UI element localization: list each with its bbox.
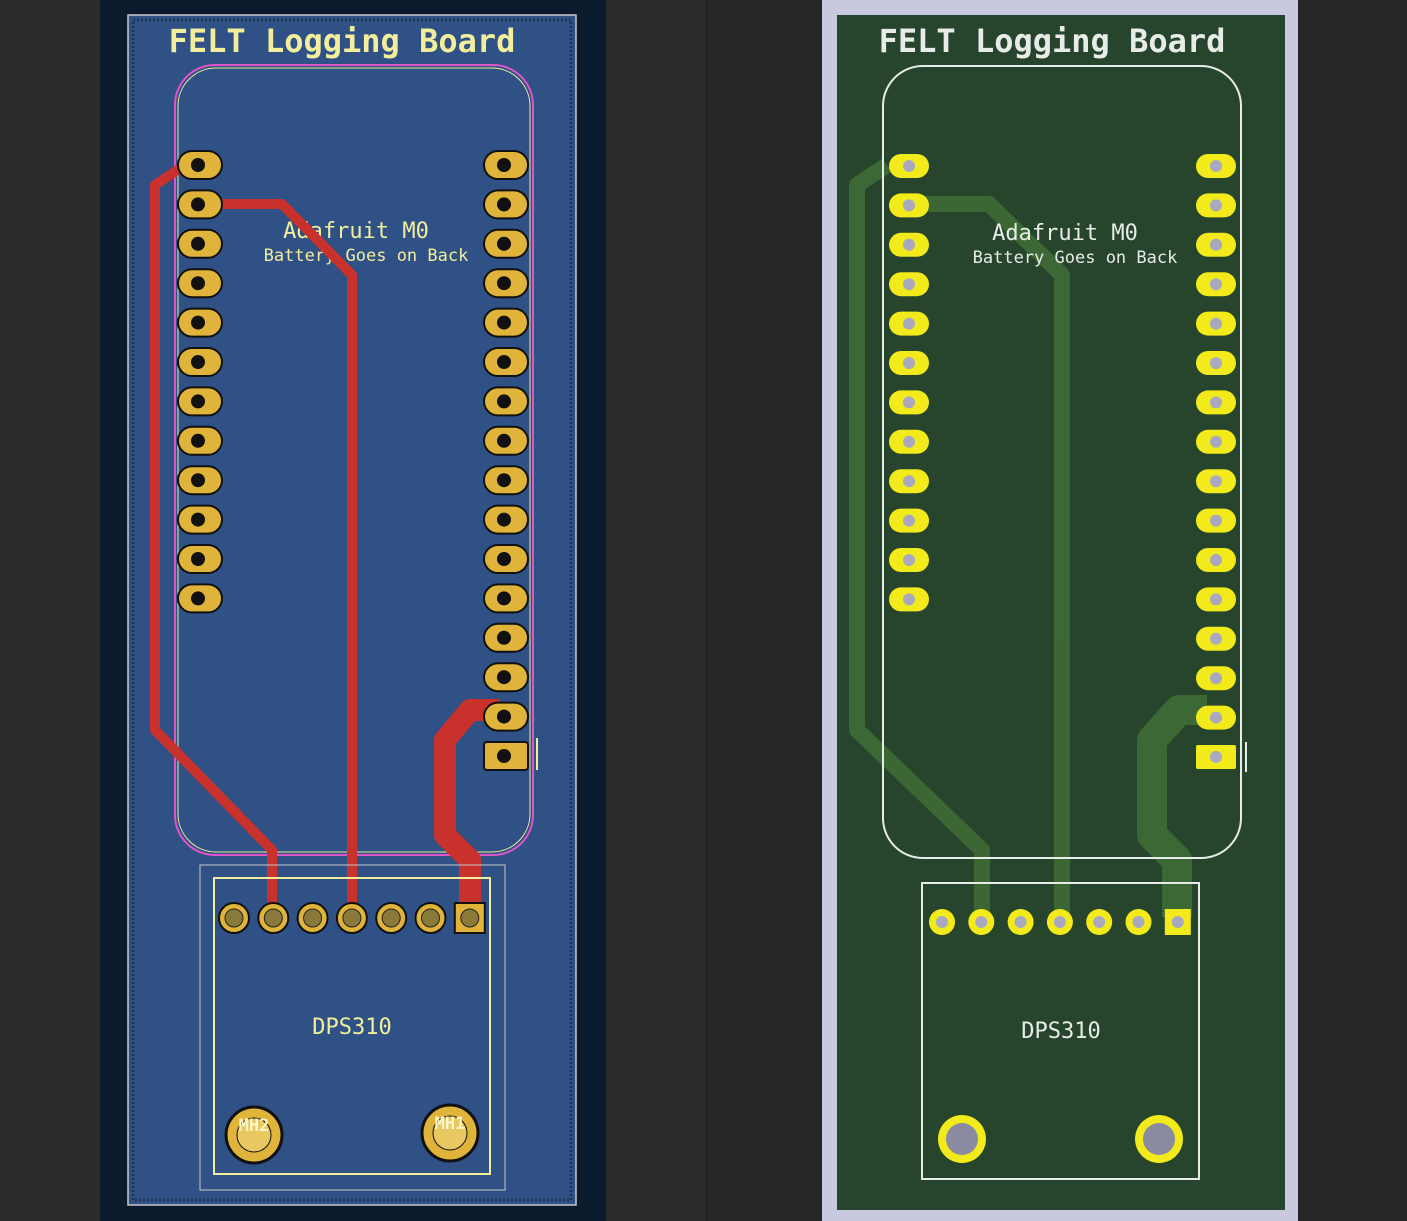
header-pad[interactable] — [483, 662, 529, 693]
mounting-hole-2-label: MH2 — [239, 1116, 270, 1136]
render-sensor-pads — [929, 909, 1191, 935]
header-pad[interactable] — [177, 307, 223, 338]
render-sensor-outline — [921, 882, 1200, 1180]
render-traces — [849, 158, 1207, 917]
pcb-3d-view[interactable]: FELT Logging Board Adafruit M0 Battery G… — [706, 0, 1407, 1221]
render-header-pad — [889, 508, 929, 533]
sensor-pad[interactable] — [375, 902, 408, 934]
render-sensor-pad — [929, 909, 955, 935]
render-header-pad — [1196, 232, 1236, 257]
header-pad[interactable] — [483, 228, 529, 259]
render-header-pad — [889, 351, 929, 375]
render-header-pad — [1196, 429, 1236, 454]
left-header-pads[interactable] — [177, 150, 223, 614]
sensor-pad[interactable] — [218, 902, 250, 934]
header-pad[interactable] — [177, 544, 223, 574]
render-sensor-pad — [1046, 909, 1073, 935]
render-sensor-pad — [1164, 909, 1191, 935]
board-title: FELT Logging Board — [169, 22, 516, 60]
render-header-pad — [889, 469, 929, 494]
sensor-pad[interactable] — [257, 902, 290, 934]
mounting-hole-2[interactable]: MH2 — [224, 1105, 284, 1165]
header-pad[interactable] — [177, 583, 223, 614]
sensor-pad[interactable] — [414, 902, 447, 934]
render-mounting-hole-1 — [1135, 1115, 1183, 1163]
sensor-name: DPS310 — [312, 1015, 391, 1040]
render-sensor-pad — [1007, 909, 1034, 935]
render-header-pad — [1196, 272, 1236, 297]
render-header-pad — [1196, 311, 1236, 336]
header-pad[interactable] — [177, 189, 223, 220]
render-header-pad — [889, 390, 929, 415]
header-pad[interactable] — [177, 347, 223, 377]
render-header-pad — [1196, 508, 1236, 533]
right-header-pads[interactable] — [483, 150, 529, 771]
render-mounting-hole-2 — [938, 1115, 986, 1163]
header-pad[interactable] — [177, 150, 223, 180]
header-pad[interactable] — [483, 347, 529, 377]
header-pad[interactable] — [483, 465, 529, 496]
module-note: Battery Goes on Back — [264, 246, 469, 266]
render-header-pad — [889, 587, 929, 612]
render-right-header-pads — [1196, 154, 1236, 769]
render-header-pad — [889, 154, 929, 178]
render-header-pad — [1196, 666, 1236, 691]
render-header-pad — [1196, 469, 1236, 494]
header-pad[interactable] — [483, 544, 529, 574]
render-header-pad — [1196, 705, 1236, 730]
header-pad[interactable] — [483, 701, 529, 732]
pcb-editor-canvas[interactable]: FELT Logging Board Adafruit M0 Battery G… — [0, 0, 706, 1221]
render-header-pad — [889, 548, 929, 572]
render-header-pad — [889, 232, 929, 257]
header-pad[interactable] — [483, 622, 529, 653]
header-pad[interactable] — [483, 504, 529, 535]
render-header-pad — [1196, 351, 1236, 375]
render-sensor-pad — [1125, 909, 1152, 935]
sensor-silkscreen — [213, 877, 491, 1175]
mounting-hole-1[interactable]: MH1 — [420, 1103, 480, 1163]
header-pad[interactable] — [483, 741, 529, 771]
render-left-header-pads — [889, 154, 929, 612]
sensor-courtyard — [199, 864, 506, 1191]
render-header-pad — [889, 272, 929, 297]
render-module-note: Battery Goes on Back — [973, 248, 1178, 268]
render-sensor-pad — [1086, 909, 1113, 935]
pcb-editor-view[interactable]: FELT Logging Board Adafruit M0 Battery G… — [0, 0, 706, 1221]
render-header-pad — [889, 429, 929, 454]
sensor-pad[interactable] — [335, 902, 368, 934]
mounting-hole-1-label: MH1 — [435, 1114, 466, 1134]
header-pad[interactable] — [177, 425, 223, 456]
render-header-pad — [1196, 587, 1236, 612]
render-header-pad — [889, 193, 929, 218]
render-header-pad — [1196, 154, 1236, 178]
header-pad[interactable] — [177, 504, 223, 535]
pcb-3d-canvas[interactable]: FELT Logging Board Adafruit M0 Battery G… — [707, 0, 1407, 1221]
render-board-title: FELT Logging Board — [879, 22, 1226, 60]
header-pad[interactable] — [483, 386, 529, 417]
render-header-pad — [1196, 193, 1236, 218]
render-header-pad — [889, 311, 929, 336]
render-module-outline — [882, 65, 1242, 859]
header-pad[interactable] — [483, 189, 529, 220]
render-sensor-name: DPS310 — [1021, 1019, 1100, 1044]
sensor-pads[interactable] — [218, 902, 486, 934]
render-header-pad — [1196, 626, 1236, 651]
render-header-pad — [1196, 548, 1236, 572]
sensor-pad[interactable] — [453, 902, 486, 934]
header-pad[interactable] — [483, 150, 529, 180]
header-pad[interactable] — [177, 386, 223, 417]
render-module-name: Adafruit M0 — [992, 221, 1138, 246]
render-header-pad — [1196, 390, 1236, 415]
header-pad[interactable] — [483, 268, 529, 299]
header-pad[interactable] — [177, 465, 223, 496]
header-pad[interactable] — [177, 268, 223, 299]
copper-traces[interactable] — [150, 160, 500, 917]
sensor-pad[interactable] — [296, 902, 329, 934]
header-pad[interactable] — [483, 583, 529, 614]
header-pad[interactable] — [177, 228, 223, 259]
render-sensor-pad — [968, 909, 995, 935]
header-pad[interactable] — [483, 425, 529, 456]
header-pad[interactable] — [483, 307, 529, 338]
render-header-pad — [1196, 745, 1236, 769]
